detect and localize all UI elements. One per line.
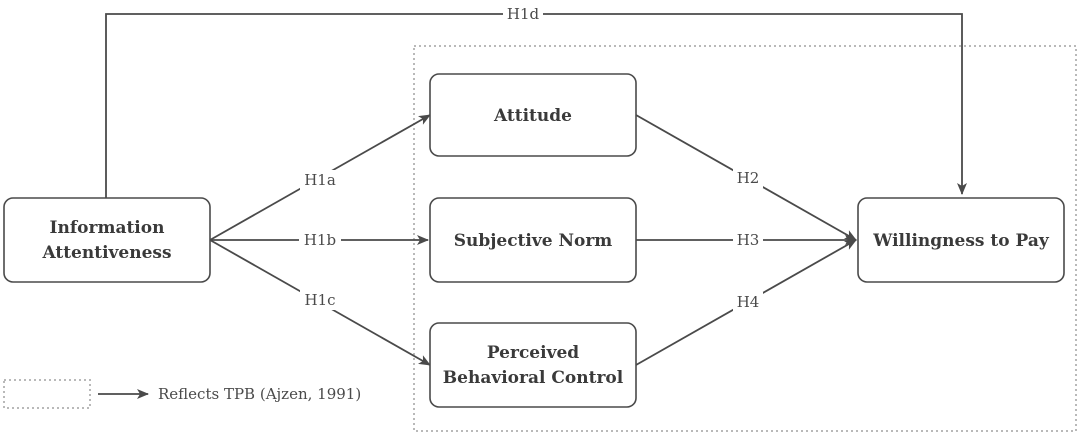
edge-label-h4: H4	[733, 292, 763, 312]
node-perceived-behavioral-control: Perceived Behavioral Control	[429, 322, 637, 408]
node-label: Subjective Norm	[454, 231, 613, 251]
node-label-line1: Perceived	[487, 343, 579, 363]
node-willingness-to-pay: Willingness to Pay	[857, 197, 1065, 283]
svg-text:H4: H4	[737, 293, 760, 311]
legend-dotted-box-swatch	[3, 379, 91, 409]
edge-label-h1d: H1d	[503, 4, 543, 24]
svg-text:H1b: H1b	[304, 231, 336, 249]
edge-label-h1a: H1a	[300, 170, 340, 190]
edge-label-h2: H2	[733, 168, 763, 188]
node-label-line1: Information	[50, 218, 165, 238]
svg-text:H1a: H1a	[304, 171, 336, 189]
node-information-attentiveness: Information Attentiveness	[3, 197, 211, 283]
node-label: Attitude	[493, 106, 572, 126]
node-label-line2: Attentiveness	[41, 243, 171, 263]
node-subjective-norm: Subjective Norm	[429, 197, 637, 283]
node-label: Willingness to Pay	[872, 231, 1050, 251]
edge-label-h1c: H1c	[300, 290, 340, 310]
svg-text:H1c: H1c	[304, 291, 335, 309]
legend: Reflects TPB (Ajzen, 1991)	[3, 379, 361, 409]
edge-label-h1b: H1b	[299, 230, 341, 250]
legend-text: Reflects TPB (Ajzen, 1991)	[158, 385, 361, 403]
node-attitude: Attitude	[429, 73, 637, 157]
svg-text:H3: H3	[737, 231, 760, 249]
node-label-line2: Behavioral Control	[443, 368, 624, 388]
svg-text:H1d: H1d	[507, 5, 540, 23]
svg-text:H2: H2	[737, 169, 760, 187]
tpb-region-border	[413, 45, 1077, 432]
edge-label-h3: H3	[733, 230, 763, 250]
